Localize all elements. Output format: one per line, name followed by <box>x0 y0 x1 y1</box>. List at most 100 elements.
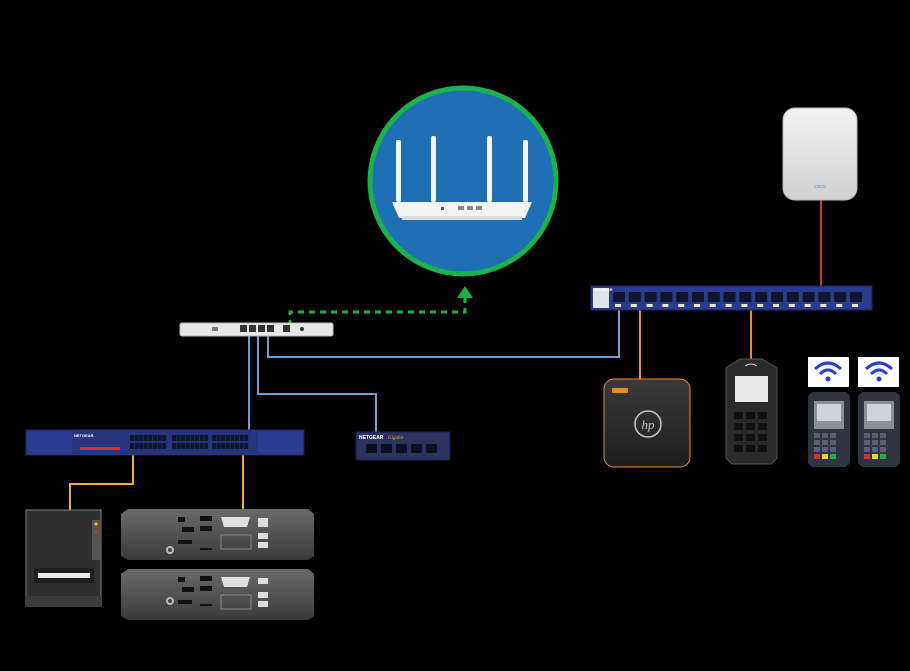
switch-led <box>804 304 811 307</box>
switch-port <box>162 443 167 449</box>
server-top <box>121 509 314 560</box>
keypad-key <box>758 412 767 419</box>
switch-led <box>741 304 748 307</box>
switch-port <box>143 443 148 449</box>
switch-led <box>725 304 732 307</box>
switch-port <box>235 443 239 449</box>
switch-port <box>199 443 204 449</box>
switch-port <box>221 443 226 449</box>
pinpad-key-cancel <box>864 454 870 459</box>
small-switch-ports <box>366 444 437 453</box>
main-switch-brand: NETGEAR <box>74 433 94 438</box>
access-point-body <box>782 107 858 201</box>
switch-port <box>153 443 157 449</box>
switch-led <box>757 304 764 307</box>
wifi-link <box>288 295 467 326</box>
switch-port <box>134 443 139 449</box>
switch-led <box>662 304 669 307</box>
pinpad-key-enter <box>830 454 836 459</box>
pinpad-2-keys <box>864 433 886 459</box>
right-switch-brand: NETGEAR <box>593 287 613 292</box>
pinpad-key <box>814 440 820 445</box>
switch-port <box>195 435 199 441</box>
switch-port <box>426 444 437 453</box>
pin-pad-1 <box>808 357 850 467</box>
thin-client: hp <box>603 378 691 468</box>
switch-port <box>148 443 153 449</box>
pinpad-key <box>830 447 836 452</box>
pinpad-key <box>830 440 836 445</box>
switch-port <box>130 443 134 449</box>
cable-gateway-right-switch <box>267 303 620 358</box>
switch-port <box>190 443 195 449</box>
gateway-body <box>179 322 334 337</box>
keypad-key <box>746 434 755 441</box>
main-switch-ports <box>130 435 249 449</box>
right-switch: NETGEAR <box>590 285 873 311</box>
switch-port <box>185 435 190 441</box>
switch-port <box>157 435 162 441</box>
switch-port <box>834 292 847 302</box>
switch-port <box>212 435 216 441</box>
switch-port <box>225 435 230 441</box>
switch-port <box>739 292 752 302</box>
switch-led <box>646 304 653 307</box>
wireless-router <box>367 85 559 277</box>
switch-led <box>694 304 700 307</box>
switch-led <box>615 304 621 307</box>
switch-port <box>366 444 377 453</box>
switch-led <box>773 304 779 307</box>
switch-led <box>836 304 843 307</box>
cable-gateway-small-switch <box>257 334 377 434</box>
switch-port <box>381 444 392 453</box>
terminal-keypad <box>734 412 767 452</box>
switch-port <box>212 443 216 449</box>
main-switch: NETGEAR <box>25 429 305 456</box>
switch-led <box>630 304 637 307</box>
switch-port <box>199 435 204 441</box>
keypad-key <box>734 445 743 452</box>
switch-port <box>143 435 148 441</box>
pinpad-key <box>872 433 878 438</box>
switch-port <box>676 292 689 302</box>
switch-port <box>707 292 720 302</box>
switch-port <box>221 435 226 441</box>
switch-port <box>148 435 153 441</box>
switch-port <box>176 443 181 449</box>
switch-port <box>244 443 249 449</box>
cables <box>69 200 822 512</box>
switch-port <box>162 435 167 441</box>
switch-port <box>235 435 239 441</box>
thin-client-logo: hp <box>642 417 656 432</box>
switch-port <box>802 292 815 302</box>
access-point: cisco <box>782 107 858 201</box>
gateway <box>179 322 334 337</box>
pinpad-key <box>864 433 870 438</box>
switch-port <box>771 292 783 302</box>
receipt-printer-icon <box>25 509 102 607</box>
switch-port <box>139 435 144 441</box>
switch-port <box>204 443 209 449</box>
thin-client-body <box>603 378 691 468</box>
switch-port <box>181 443 186 449</box>
keypad-key <box>734 423 743 430</box>
switch-led <box>678 304 685 307</box>
switch-led <box>709 304 716 307</box>
pinpad-key-enter <box>880 454 886 459</box>
switch-port <box>225 443 230 449</box>
pinpad-key <box>880 440 886 445</box>
wireless-router-icon <box>392 136 532 220</box>
switch-port <box>157 443 162 449</box>
keypad-key <box>758 445 767 452</box>
wifi-icon <box>813 361 843 382</box>
switch-port <box>139 443 144 449</box>
pinpad-key <box>880 433 886 438</box>
pinpad-key <box>880 447 886 452</box>
right-switch-ports <box>613 292 862 307</box>
switch-port <box>628 292 641 302</box>
pinpad-key <box>814 447 820 452</box>
router-circle <box>367 85 559 277</box>
pinpad-key-clear <box>822 454 828 459</box>
pinpad-key <box>864 440 870 445</box>
pinpad-key <box>822 433 828 438</box>
